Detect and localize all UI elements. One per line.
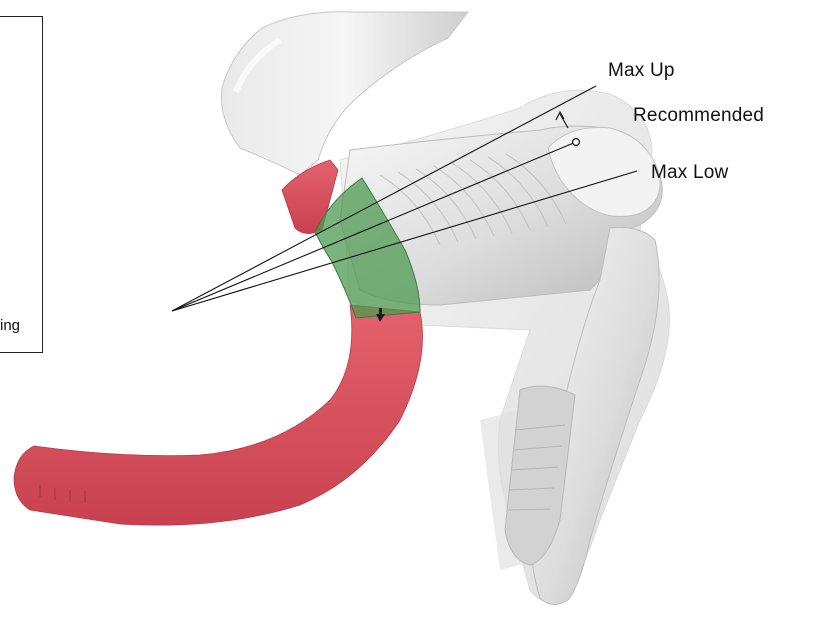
recommended-marker-dot	[573, 139, 580, 146]
label-max-up: Max Up	[608, 60, 675, 82]
side-text-panel	[0, 16, 43, 353]
label-max-low: Max Low	[651, 162, 728, 184]
label-recommended: Recommended	[633, 105, 764, 127]
bar-tape-drop	[14, 305, 423, 525]
side-panel-text: ing	[0, 317, 20, 334]
